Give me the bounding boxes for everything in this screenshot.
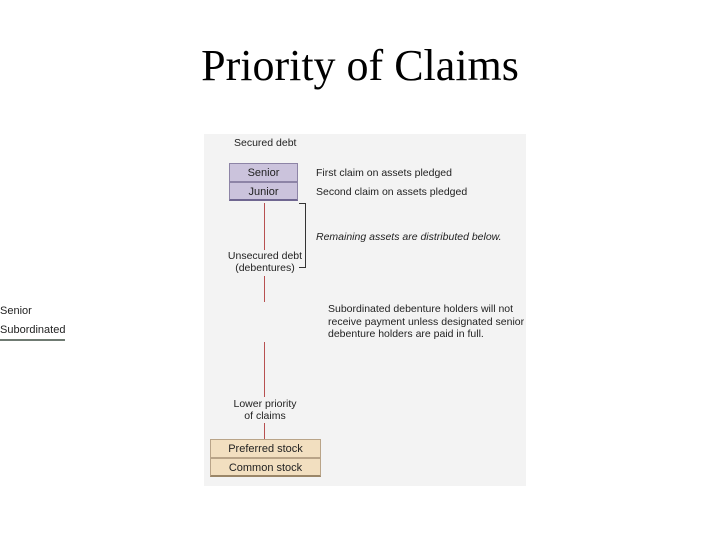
connector-line-3 [264, 342, 265, 397]
connector-line-4 [264, 423, 265, 439]
preferred-stock-box: Preferred stock [210, 439, 321, 458]
remaining-assets-note: Remaining assets are distributed below. [316, 231, 502, 243]
subordinated-note-line-3: debenture holders are paid in full. [328, 328, 484, 340]
secured-debt-label: Secured debt [234, 137, 297, 149]
secured-junior-box: Junior [229, 182, 298, 201]
lower-priority-line-1: Lower priority [233, 398, 297, 410]
lower-priority-line-2: of claims [244, 410, 286, 422]
unsecured-senior-box: Senior [0, 305, 32, 317]
unsecured-debt-label: Unsecured debt (debentures) [222, 250, 308, 274]
remaining-assets-bracket [299, 203, 306, 268]
subordinated-note-line-1: Subordinated debenture holders will not [328, 303, 514, 315]
lower-priority-label: Lower priority of claims [222, 398, 308, 422]
secured-senior-box: Senior [229, 163, 298, 182]
senior-note: First claim on assets pledged [316, 167, 452, 179]
connector-line-2 [264, 276, 265, 302]
connector-line-1 [264, 203, 265, 250]
slide-title: Priority of Claims [201, 41, 519, 90]
unsecured-subordinated-box: Subordinated [0, 321, 66, 341]
subordinated-note: Subordinated debenture holders will not … [328, 303, 524, 341]
unsecured-debt-line-1: Unsecured debt [227, 250, 303, 262]
unsecured-debt-line-2: (debentures) [235, 262, 295, 274]
common-stock-box: Common stock [210, 458, 321, 477]
junior-note: Second claim on assets pledged [316, 186, 468, 198]
subordinated-note-line-2: receive payment unless designated senior [328, 315, 525, 328]
